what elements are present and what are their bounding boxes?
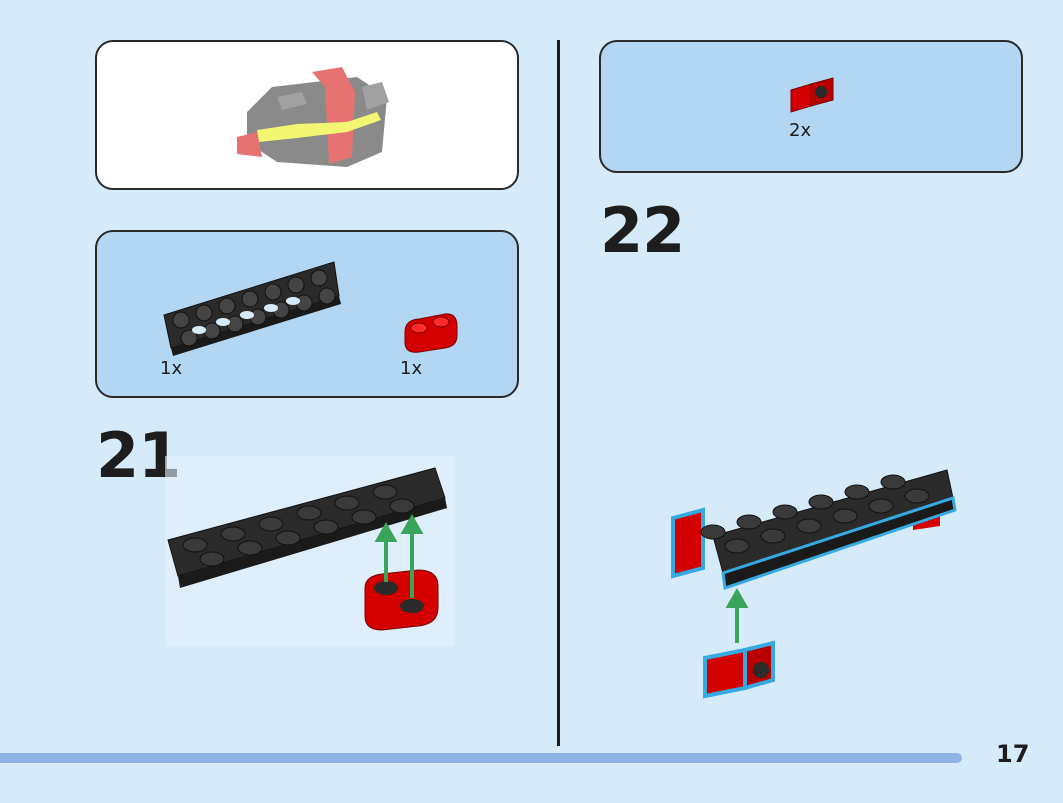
black-plate-part-icon [163, 261, 341, 356]
red-bracket-part-icon [790, 77, 834, 113]
part-quantity-black-plate: 1x [160, 358, 183, 379]
red-plate-part-icon [404, 313, 458, 353]
page-progress-bar [0, 753, 962, 763]
step-22-number: 22 [600, 194, 685, 267]
part-quantity-red-bracket: 2x [789, 120, 812, 141]
step-22-assembly-image [671, 469, 957, 699]
step-21-parts-panel: 1x 1x [95, 230, 519, 398]
step-22-parts-panel: 2x [599, 40, 1023, 173]
part-quantity-red-plate: 1x [400, 358, 423, 379]
model-preview-panel [95, 40, 519, 190]
model-preview-image [237, 67, 389, 167]
column-divider [557, 40, 560, 746]
step-21-assembly-image [165, 456, 455, 646]
page-number: 17 [996, 740, 1030, 768]
